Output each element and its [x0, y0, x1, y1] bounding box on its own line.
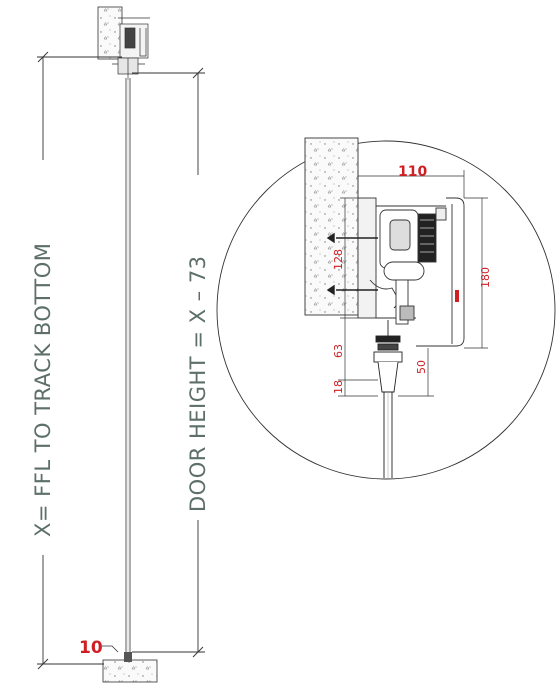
fixing-screws	[326, 232, 378, 296]
ceiling-concrete-block	[97, 6, 123, 60]
door-panel	[125, 78, 131, 660]
floor-concrete-block	[102, 659, 158, 683]
gap-bottom-label: 10	[79, 638, 103, 658]
detail-roller-carriage	[369, 207, 447, 325]
detail-concrete-wall	[304, 137, 359, 316]
door-height-label: DOOR HEIGHT = X – 73	[186, 255, 210, 512]
svg-text:.: .	[128, 70, 129, 74]
dim-track-width: 110	[398, 164, 427, 180]
dim-track-height: 180	[479, 267, 492, 288]
top-track-miniature	[112, 17, 150, 80]
detail-door-clamp	[373, 320, 403, 478]
door-height-dimension-line	[132, 67, 205, 658]
detail-circle	[216, 140, 556, 480]
floor-guide	[124, 652, 132, 662]
dim-hanger-drop: 63	[332, 344, 345, 358]
dim-fixing-height: 128	[332, 249, 345, 270]
detail-track-housing	[416, 197, 465, 347]
x-dimension-line	[37, 51, 122, 670]
dim-clearance: 50	[415, 360, 428, 374]
detail-dimension-lines	[338, 170, 488, 397]
x-ffl-label: X= FFL TO TRACK BOTTOM	[31, 242, 55, 537]
gap-leader-line	[102, 645, 119, 653]
dim-clamp-height: 18	[332, 380, 345, 394]
